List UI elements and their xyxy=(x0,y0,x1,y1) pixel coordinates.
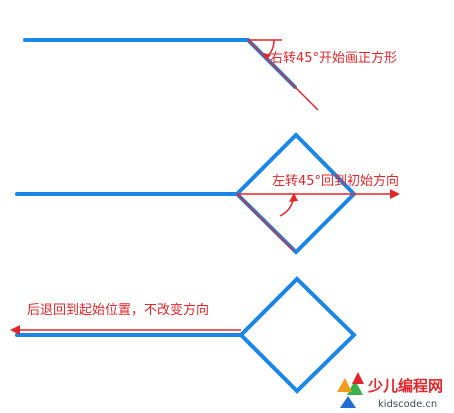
watermark-url: kidscode.cn xyxy=(378,399,437,410)
step-3-square xyxy=(238,276,357,394)
watermark-logo: 少儿编程网 kidscode.cn xyxy=(337,372,443,410)
step-3-backward-arrowhead xyxy=(10,325,20,335)
step-2-diagonal-red xyxy=(236,193,295,252)
step-1-annotation: 右转45°开始画正方形 xyxy=(270,50,397,66)
step-3-group: 后退回到起始位置，不改变方向 xyxy=(10,276,357,394)
step-2-heading-arrowhead xyxy=(390,189,400,199)
step-1-arc-arrowhead xyxy=(264,53,271,60)
step-3-annotation: 后退回到起始位置，不改变方向 xyxy=(27,302,209,318)
step-2-arc-arrowhead xyxy=(289,193,298,202)
step-1-group: 右转45°开始画正方形 xyxy=(23,38,397,111)
logo-mark-icon xyxy=(337,372,364,408)
step-2-annotation: 左转45°回到初始方向 xyxy=(272,173,399,189)
step-2-group: 左转45°回到初始方向 xyxy=(15,132,400,255)
step-1-heading-line xyxy=(247,39,319,111)
watermark-name: 少儿编程网 xyxy=(367,377,443,395)
